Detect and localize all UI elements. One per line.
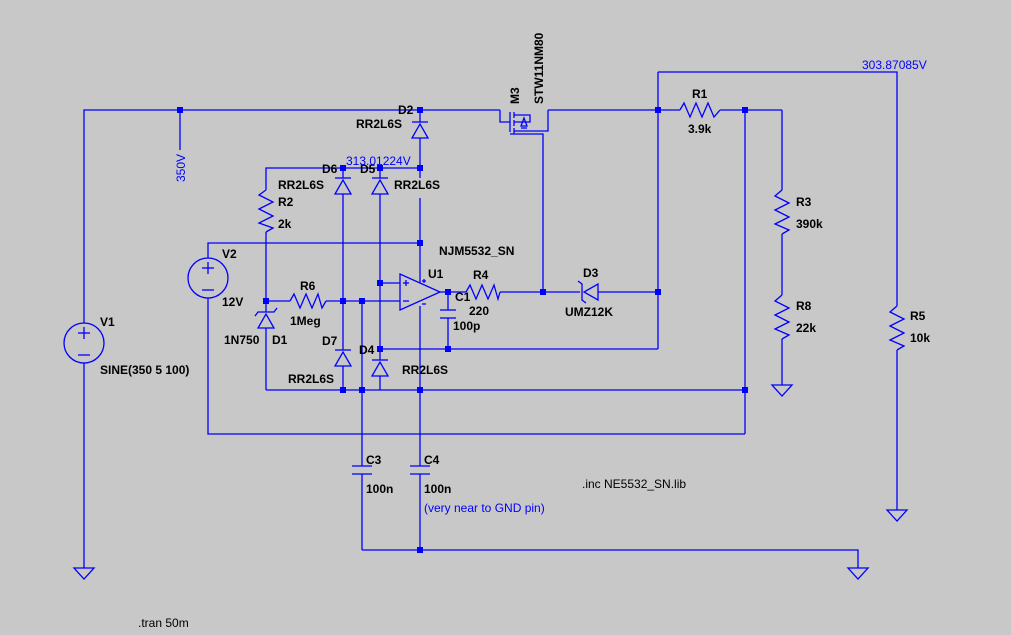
ground-symbol <box>885 509 909 522</box>
r1-resistor[interactable] <box>679 101 721 119</box>
d7-diode[interactable] <box>333 349 353 367</box>
r2-resistor[interactable] <box>257 189 275 233</box>
d2-diode[interactable] <box>410 121 430 139</box>
r5-resistor[interactable] <box>888 305 906 351</box>
ground-symbol <box>846 567 870 580</box>
d6-value: RR2L6S <box>278 178 324 192</box>
r6-value: 1Meg <box>290 314 321 328</box>
d5-diode[interactable] <box>370 177 390 195</box>
c1-value: 100p <box>453 319 480 333</box>
r3-name: R3 <box>796 195 812 209</box>
d5-name: D5 <box>360 162 376 176</box>
r8-resistor[interactable] <box>773 294 791 340</box>
u1-opamp[interactable] <box>399 268 442 312</box>
v1-source[interactable] <box>63 322 105 364</box>
m3-name: M3 <box>508 87 522 104</box>
r5-value: 10k <box>910 331 930 345</box>
m3-mosfet[interactable] <box>499 110 549 134</box>
component-labels: V1 SINE(350 5 100) V2 12V R1 3.9k R2 2k … <box>100 32 930 496</box>
m3-value: STW11NM80 <box>532 32 546 104</box>
r4-resistor[interactable] <box>465 283 501 302</box>
junction-dots <box>177 107 748 553</box>
r4-name: R4 <box>473 268 489 282</box>
d6-name: D6 <box>322 162 338 176</box>
d4-value: RR2L6S <box>402 363 448 377</box>
voltage-out: 303.87085V <box>862 58 927 72</box>
c3-name: C3 <box>366 453 382 467</box>
c4-value: 100n <box>424 482 451 496</box>
r1-value: 3.9k <box>688 122 712 136</box>
d3-zener[interactable] <box>577 280 599 304</box>
r3-resistor[interactable] <box>773 189 791 235</box>
d1-value: 1N750 <box>224 333 260 347</box>
voltage-mid: 313.01224V <box>346 154 411 168</box>
tran-directive: .tran 50m <box>138 616 189 630</box>
r4-value: 220 <box>469 304 489 318</box>
d3-name: D3 <box>583 266 599 280</box>
d6-diode[interactable] <box>333 177 353 195</box>
c3-capacitor[interactable] <box>352 465 372 480</box>
r2-name: R2 <box>278 195 294 209</box>
d4-name: D4 <box>359 343 375 357</box>
d1-name: D1 <box>272 333 288 347</box>
annotations: (very near to GND pin) .inc NE5532_SN.li… <box>138 477 686 630</box>
d2-name: D2 <box>398 103 414 117</box>
d5-value: RR2L6S <box>394 178 440 192</box>
c1-capacitor[interactable] <box>440 309 456 319</box>
voltage-in: 350V <box>174 154 188 182</box>
d4-diode[interactable] <box>370 359 390 377</box>
u1-value: NJM5532_SN <box>439 244 514 258</box>
v1-name: V1 <box>100 315 115 329</box>
ground-symbol <box>72 567 96 580</box>
c4-note: (very near to GND pin) <box>424 501 545 515</box>
d7-value: RR2L6S <box>288 372 334 386</box>
r6-name: R6 <box>300 279 316 293</box>
d3-value: UMZ12K <box>565 305 613 319</box>
v1-value: SINE(350 5 100) <box>100 363 189 377</box>
r8-name: R8 <box>796 299 812 313</box>
r3-value: 390k <box>796 217 823 231</box>
d7-name: D7 <box>322 334 338 348</box>
wires <box>83 71 898 568</box>
r2-value: 2k <box>278 217 292 231</box>
ground-symbol <box>770 384 794 397</box>
v2-source[interactable] <box>187 257 229 299</box>
c1-name: C1 <box>455 290 471 304</box>
v2-value: 12V <box>222 295 243 309</box>
c4-capacitor[interactable] <box>410 465 430 480</box>
c4-name: C4 <box>424 453 440 467</box>
node-voltages: 350V 313.01224V 303.87085V <box>174 58 927 182</box>
r5-name: R5 <box>910 309 926 323</box>
d1-zener[interactable] <box>254 307 278 329</box>
include-directive: .inc NE5532_SN.lib <box>582 477 686 491</box>
d2-value: RR2L6S <box>356 117 402 131</box>
r6-resistor[interactable] <box>289 292 327 310</box>
v2-name: V2 <box>222 247 237 261</box>
u1-name: U1 <box>428 267 444 281</box>
c3-value: 100n <box>366 482 393 496</box>
r1-name: R1 <box>692 87 708 101</box>
r8-value: 22k <box>796 321 816 335</box>
